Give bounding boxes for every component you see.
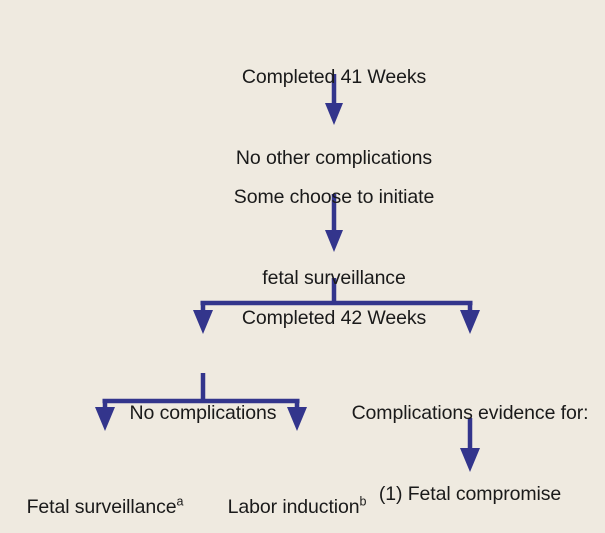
node-labor-induction-right: Labor inductionb bbox=[375, 481, 565, 533]
footnote-marker-b1: b bbox=[359, 494, 367, 509]
node-fetal-surveillance-line1: Fetal surveillancea bbox=[5, 494, 205, 521]
node-complications: Complications evidence for: (1) Fetal co… bbox=[350, 346, 590, 533]
node-surveillance-line2: fetal surveillance bbox=[262, 267, 406, 289]
node-start: Completed 41 Weeks No other complication… bbox=[184, 10, 484, 226]
node-surveillance: Some choose to initiate fetal surveillan… bbox=[184, 130, 484, 346]
node-labor-induction-preferable: Labor inductionb (Preferable with favora… bbox=[202, 440, 392, 533]
node-surveillance-line1: Some choose to initiate bbox=[233, 186, 435, 208]
node-labor-induction-preferable-line1: Labor inductionb bbox=[202, 494, 392, 521]
node-labor-induction-preferable-line1-text: Labor induction bbox=[227, 496, 360, 518]
node-complications-line1: Complications evidence for: bbox=[351, 402, 589, 424]
node-complications-line2: (1) Fetal compromise bbox=[378, 483, 562, 505]
node-week42: Completed 42 Weeks bbox=[184, 251, 484, 386]
node-no-complications: No complications bbox=[83, 346, 323, 481]
node-start-line2: No other complications bbox=[235, 147, 433, 169]
footnote-marker-a1: a bbox=[176, 494, 184, 509]
node-no-complications-line1: No complications bbox=[129, 402, 277, 424]
node-fetal-surveillance-outcome: Fetal surveillancea Amnionic fluid volum… bbox=[5, 440, 205, 533]
node-fetal-surveillance-line1-text: Fetal surveillance bbox=[26, 496, 177, 518]
node-week42-line1: Completed 42 Weeks bbox=[241, 307, 427, 329]
node-start-line1: Completed 41 Weeks bbox=[241, 66, 427, 88]
